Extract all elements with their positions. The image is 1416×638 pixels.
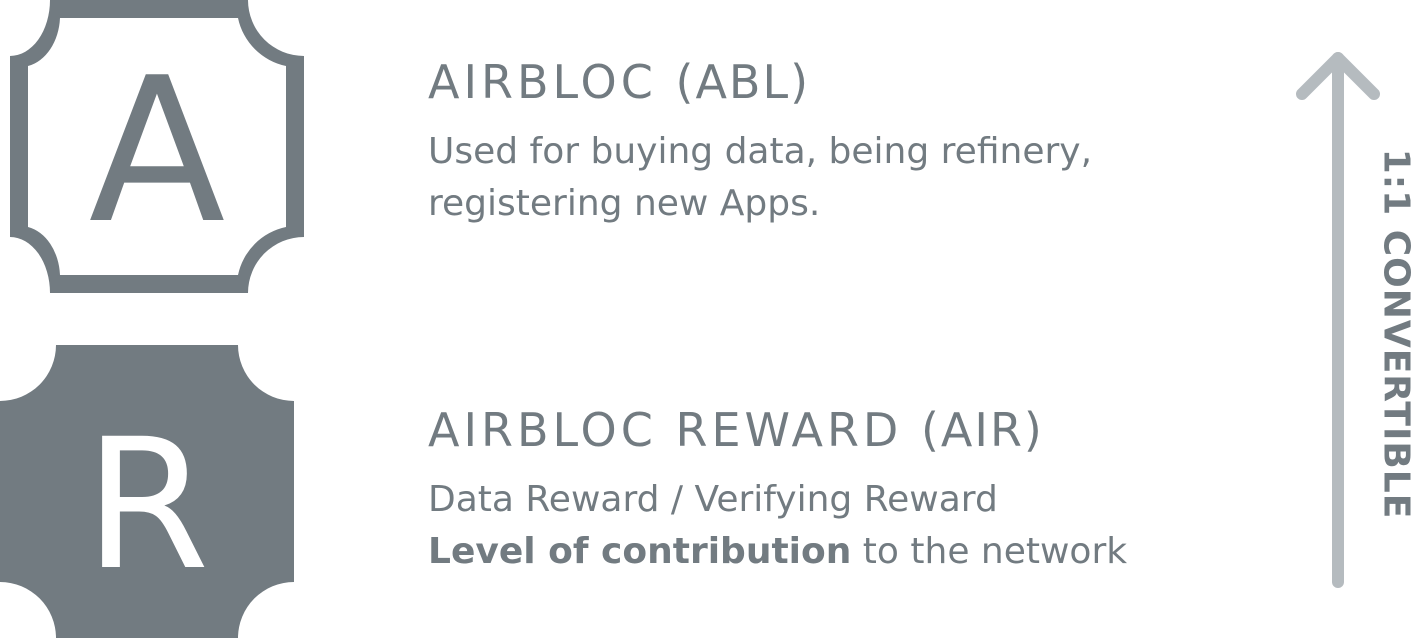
abl-token-name: AIRBLOC bbox=[428, 55, 657, 109]
air-description-rest: to the network bbox=[851, 531, 1128, 572]
air-token-name: AIRBLOC REWARD bbox=[428, 403, 903, 457]
air-token-info: AIRBLOC REWARD (AIR) Data Reward / Verif… bbox=[428, 402, 1127, 578]
abl-token-info: AIRBLOC (ABL) Used for buying data, bein… bbox=[428, 54, 1092, 230]
abl-token-title: AIRBLOC (ABL) bbox=[428, 54, 1092, 110]
abl-badge-icon: A bbox=[10, 0, 304, 293]
air-badge-letter: R bbox=[84, 401, 209, 610]
air-description-line-2: Level of contribution to the network bbox=[428, 526, 1127, 578]
abl-description-line-1: Used for buying data, being refinery, bbox=[428, 131, 1093, 172]
abl-token-ticker: (ABL) bbox=[675, 55, 811, 109]
abl-badge-letter: A bbox=[89, 35, 226, 268]
abl-token-description: Used for buying data, being refinery, re… bbox=[428, 126, 1092, 230]
air-badge-icon: R bbox=[0, 345, 294, 638]
up-arrow-icon bbox=[1290, 44, 1386, 598]
convertible-label-text: 1:1 CONVERTIBLE bbox=[1375, 148, 1416, 520]
convertible-label: 1:1 CONVERTIBLE bbox=[1371, 120, 1416, 548]
air-token-description: Data Reward / Verifying Reward Level of … bbox=[428, 474, 1127, 578]
air-token-ticker: (AIR) bbox=[920, 403, 1044, 457]
air-description-line-1: Data Reward / Verifying Reward bbox=[428, 479, 998, 520]
air-description-bold: Level of contribution bbox=[428, 531, 852, 572]
abl-description-line-2: registering new Apps. bbox=[428, 183, 821, 224]
air-token-title: AIRBLOC REWARD (AIR) bbox=[428, 402, 1127, 458]
